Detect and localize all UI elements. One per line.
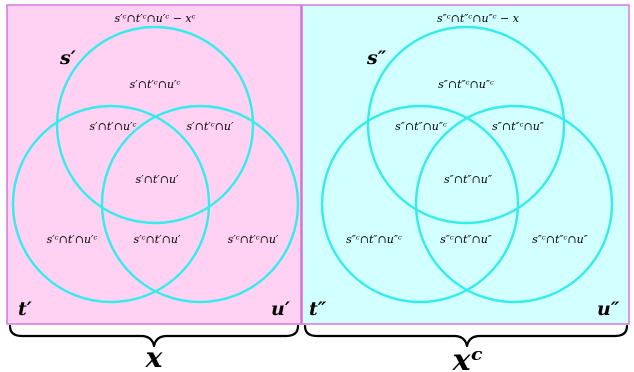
left-panel-border bbox=[6, 4, 302, 325]
right-region-s-and-t: s″∩t″∩u″ᶜ bbox=[395, 120, 447, 133]
left-circle-t bbox=[11, 104, 211, 304]
right-circle-u bbox=[414, 104, 614, 304]
left-region-t-only: s′ᶜ∩t′∩u′ᶜ bbox=[47, 233, 98, 246]
right-region-t-and-u: s″ᶜ∩t″∩u″ bbox=[440, 233, 493, 246]
right-circle-s bbox=[366, 25, 566, 225]
left-outside-region-label: s′ᶜ∩t′ᶜ∩u′ᶜ − xᶜ bbox=[114, 12, 195, 25]
left-brace bbox=[8, 324, 300, 348]
left-set-label-s: s′ bbox=[59, 47, 76, 69]
left-region-u-only: s′ᶜ∩t′ᶜ∩u′ bbox=[228, 233, 279, 246]
left-region-center: s′∩t′∩u′ bbox=[135, 173, 179, 186]
right-region-center: s″∩t″∩u″ bbox=[444, 173, 493, 186]
right-set-label-t: t″ bbox=[309, 298, 327, 320]
right-panel: s″ᶜ∩t″ᶜ∩u″ᶜ − x s″ t″ u″ s″∩t″ᶜ∩u″ᶜ s″∩t… bbox=[301, 4, 630, 325]
right-panel-border bbox=[301, 4, 630, 325]
left-brace-label: x bbox=[145, 341, 163, 372]
right-brace bbox=[303, 324, 629, 348]
right-region-s-only: s″∩t″ᶜ∩u″ᶜ bbox=[438, 78, 494, 91]
left-panel: s′ᶜ∩t′ᶜ∩u′ᶜ − xᶜ s′ t′ u′ s′∩t′ᶜ∩u′ᶜ s′∩… bbox=[6, 4, 302, 325]
left-set-label-u: u′ bbox=[271, 298, 290, 320]
right-circle-t bbox=[320, 104, 520, 304]
left-region-s-and-u: s′∩t′ᶜ∩u′ bbox=[187, 120, 234, 133]
right-brace-label: xᶜ bbox=[452, 343, 484, 372]
right-region-t-only: s″ᶜ∩t″∩u″ᶜ bbox=[346, 233, 402, 246]
left-circle-u bbox=[100, 104, 300, 304]
left-region-s-and-t: s′∩t′∩u′ᶜ bbox=[90, 120, 137, 133]
left-region-t-and-u: s′ᶜ∩t′∩u′ bbox=[134, 233, 181, 246]
right-region-u-only: s″ᶜ∩t″ᶜ∩u″ bbox=[532, 233, 589, 246]
left-region-s-only: s′∩t′ᶜ∩u′ᶜ bbox=[130, 78, 181, 91]
right-outside-region-label: s″ᶜ∩t″ᶜ∩u″ᶜ − x bbox=[437, 12, 520, 25]
left-panel-background bbox=[7, 5, 301, 324]
right-region-s-and-u: s″∩t″ᶜ∩u″ bbox=[492, 120, 545, 133]
right-set-label-u: u″ bbox=[597, 298, 620, 320]
right-panel-background bbox=[302, 5, 629, 324]
left-circle-s bbox=[55, 25, 255, 225]
left-set-label-t: t′ bbox=[18, 298, 32, 320]
right-set-label-s: s″ bbox=[366, 47, 387, 69]
